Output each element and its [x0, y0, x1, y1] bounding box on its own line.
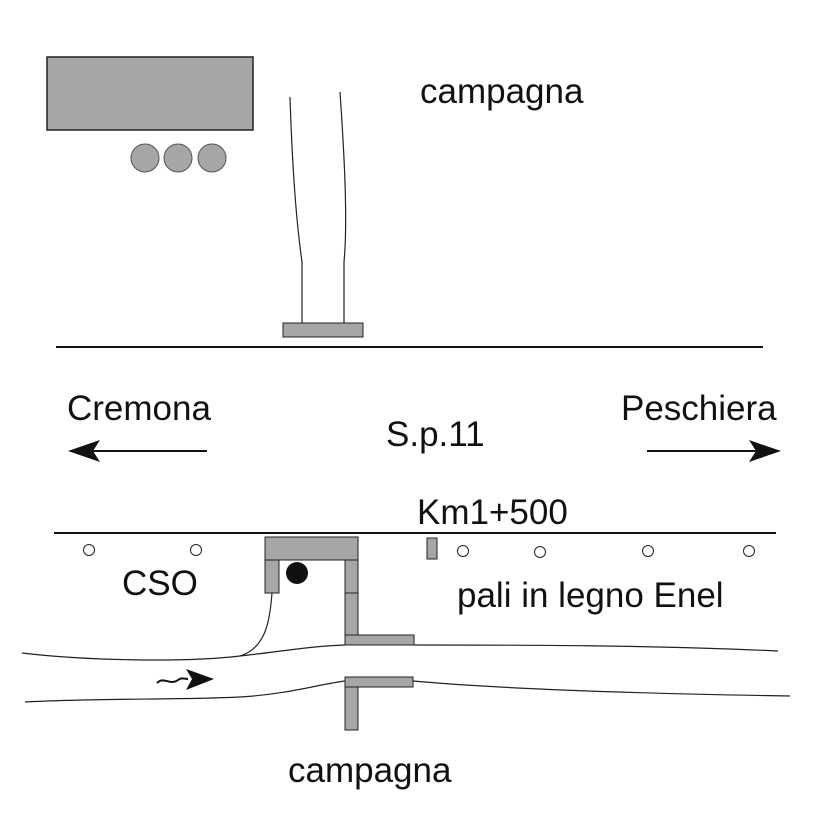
culvert-horizontal-lower [344, 676, 414, 688]
tank-1 [130, 143, 160, 173]
km-marker [426, 537, 438, 560]
label-campagna-bottom: campagna [288, 751, 452, 790]
label-peschiera: Peschiera [621, 389, 777, 428]
culvert-vertical-lower [344, 686, 359, 731]
label-road: S.p.11 [386, 415, 485, 454]
culvert-vertical-upper [344, 592, 359, 636]
ditch-bank-north [21, 644, 779, 661]
access-lane-right [339, 91, 347, 323]
pole-1 [83, 544, 95, 556]
pole-4 [534, 546, 546, 558]
label-cremona: Cremona [67, 389, 211, 428]
culvert-top [282, 322, 364, 338]
ditch-bank-south [24, 680, 791, 703]
arrow-left-icon [68, 440, 207, 462]
cso-outlet [286, 562, 308, 584]
cso-right-wall [344, 559, 359, 594]
pole-5 [642, 545, 654, 557]
label-pali: pali in legno Enel [457, 576, 724, 615]
flow-direction-icon [156, 669, 214, 690]
label-cso: CSO [122, 564, 198, 603]
tank-3 [197, 143, 227, 173]
access-lane-left [289, 96, 303, 323]
pole-3 [457, 545, 469, 557]
pole-6 [743, 545, 755, 557]
arrow-right-icon [647, 440, 781, 462]
discharge-line [239, 592, 273, 657]
label-km: Km1+500 [417, 493, 568, 532]
culvert-horizontal-upper [344, 634, 415, 646]
pole-2 [190, 544, 202, 556]
tank-2 [163, 143, 193, 173]
building-block [46, 56, 254, 131]
cso-left-wall [264, 559, 280, 594]
cso-top-slab [264, 536, 359, 561]
label-campagna-top: campagna [420, 72, 584, 111]
